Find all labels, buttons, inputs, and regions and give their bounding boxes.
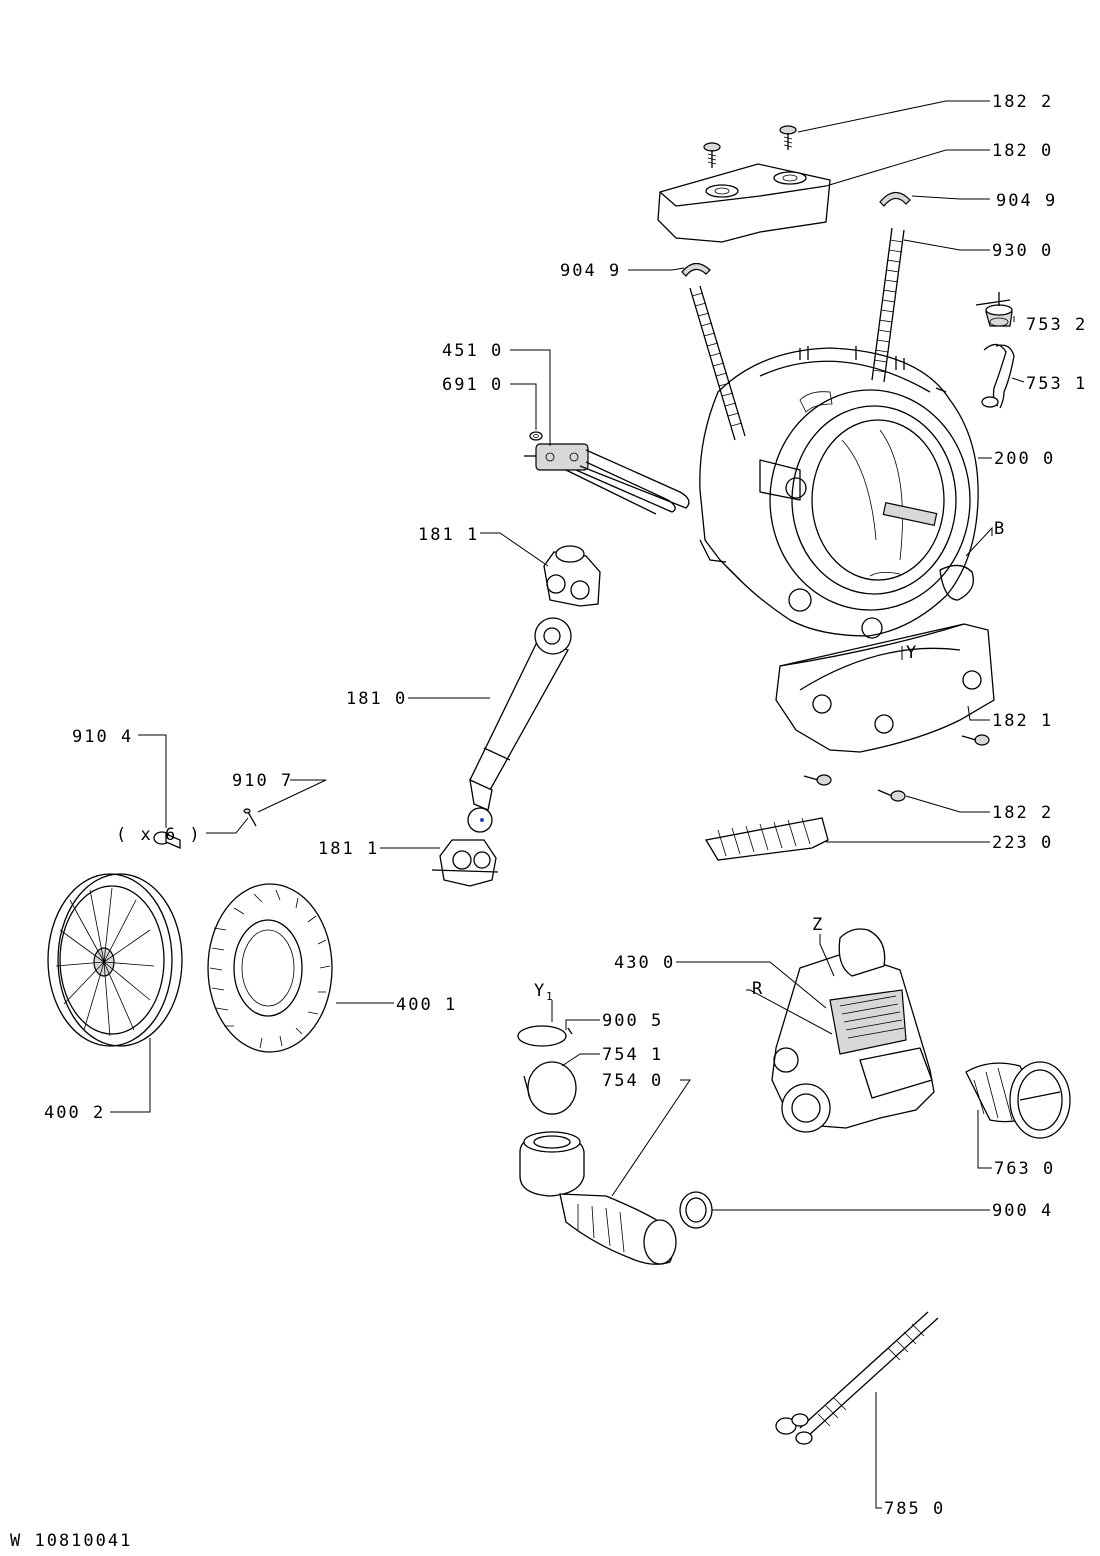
shock-absorber[interactable]: [467, 617, 572, 833]
screw-182-2-c[interactable]: [877, 789, 906, 802]
label-x6: ( x 6 ): [116, 825, 202, 845]
drawing-code: W 10810041: [10, 1531, 132, 1551]
label-400-1: 400 1: [396, 995, 457, 1015]
label-753-2: 753 2: [1026, 315, 1087, 335]
tub-assembly[interactable]: [699, 346, 979, 639]
label-R: R: [752, 979, 764, 999]
screw-910-7[interactable]: [243, 808, 257, 827]
spring-left[interactable]: [689, 285, 746, 441]
rib-strip[interactable]: [704, 817, 829, 861]
label-930-0: 930 0: [992, 241, 1053, 261]
label-910-7: 910 7: [232, 771, 293, 791]
label-181-1-upper: 181 1: [418, 525, 479, 545]
label-Y1-subscript: 1: [546, 990, 555, 1003]
bolt-910-4[interactable]: [153, 831, 181, 849]
label-900-5: 900 5: [602, 1011, 663, 1031]
label-Z: Z: [812, 915, 824, 935]
screw-182-2-b[interactable]: [803, 774, 832, 786]
label-451-0: 451 0: [442, 341, 503, 361]
stator[interactable]: [207, 883, 333, 1053]
label-763-0: 763 0: [994, 1159, 1055, 1179]
pulley-rotor[interactable]: [47, 873, 183, 1047]
label-181-0: 181 0: [346, 689, 407, 709]
label-200-0: 200 0: [994, 449, 1055, 469]
nut-691[interactable]: [529, 431, 543, 441]
screw-top-left[interactable]: [703, 142, 721, 168]
drain-pump[interactable]: [771, 928, 935, 1133]
label-904-9-right: 904 9: [996, 191, 1057, 211]
label-753-1: 753 1: [1026, 374, 1087, 394]
label-900-4: 900 4: [992, 1201, 1053, 1221]
label-182-1: 182 1: [992, 711, 1053, 731]
callout-labels: 182 2 182 0 904 9 930 0 904 9 753 2 451 …: [44, 92, 1087, 1519]
gasket-900-5[interactable]: [517, 1025, 573, 1047]
label-904-9-left: 904 9: [560, 261, 621, 281]
screw-182-2-a[interactable]: [961, 734, 990, 746]
counterweight-top[interactable]: [657, 163, 831, 243]
drain-hose[interactable]: [775, 1311, 939, 1445]
counterweight-bottom[interactable]: [775, 623, 995, 753]
pump-filter[interactable]: [965, 1061, 1071, 1139]
label-182-2-bottom: 182 2: [992, 803, 1053, 823]
label-Y1: Y: [534, 981, 546, 1001]
label-430-0: 430 0: [614, 953, 675, 973]
label-182-2-top: 182 2: [992, 92, 1053, 112]
valve-754-1[interactable]: [523, 1061, 577, 1115]
clamp-900-4[interactable]: [679, 1191, 713, 1229]
label-754-1: 754 1: [602, 1045, 663, 1065]
label-182-0: 182 0: [992, 141, 1053, 161]
heater-element[interactable]: [524, 443, 690, 515]
label-181-1-lower: 181 1: [318, 839, 379, 859]
damper-mount-upper[interactable]: [543, 545, 601, 607]
damper-mount-lower[interactable]: [431, 839, 499, 887]
label-Y: Y: [906, 643, 918, 663]
hook-right[interactable]: [879, 191, 911, 207]
leader-lines: [110, 100, 1025, 1509]
spring-right[interactable]: [871, 227, 905, 383]
label-400-2: 400 2: [44, 1103, 105, 1123]
screw-top-right[interactable]: [779, 125, 797, 150]
inlet-connector[interactable]: [975, 292, 1013, 327]
label-785-0: 785 0: [884, 1499, 945, 1519]
drain-sump[interactable]: [519, 1131, 677, 1265]
label-754-0: 754 0: [602, 1071, 663, 1091]
label-910-4: 910 4: [72, 727, 133, 747]
hook-left[interactable]: [681, 262, 711, 277]
label-691-0: 691 0: [442, 375, 503, 395]
label-223-0: 223 0: [992, 833, 1053, 853]
inlet-hose[interactable]: [981, 343, 1015, 409]
label-B: B: [994, 519, 1006, 539]
